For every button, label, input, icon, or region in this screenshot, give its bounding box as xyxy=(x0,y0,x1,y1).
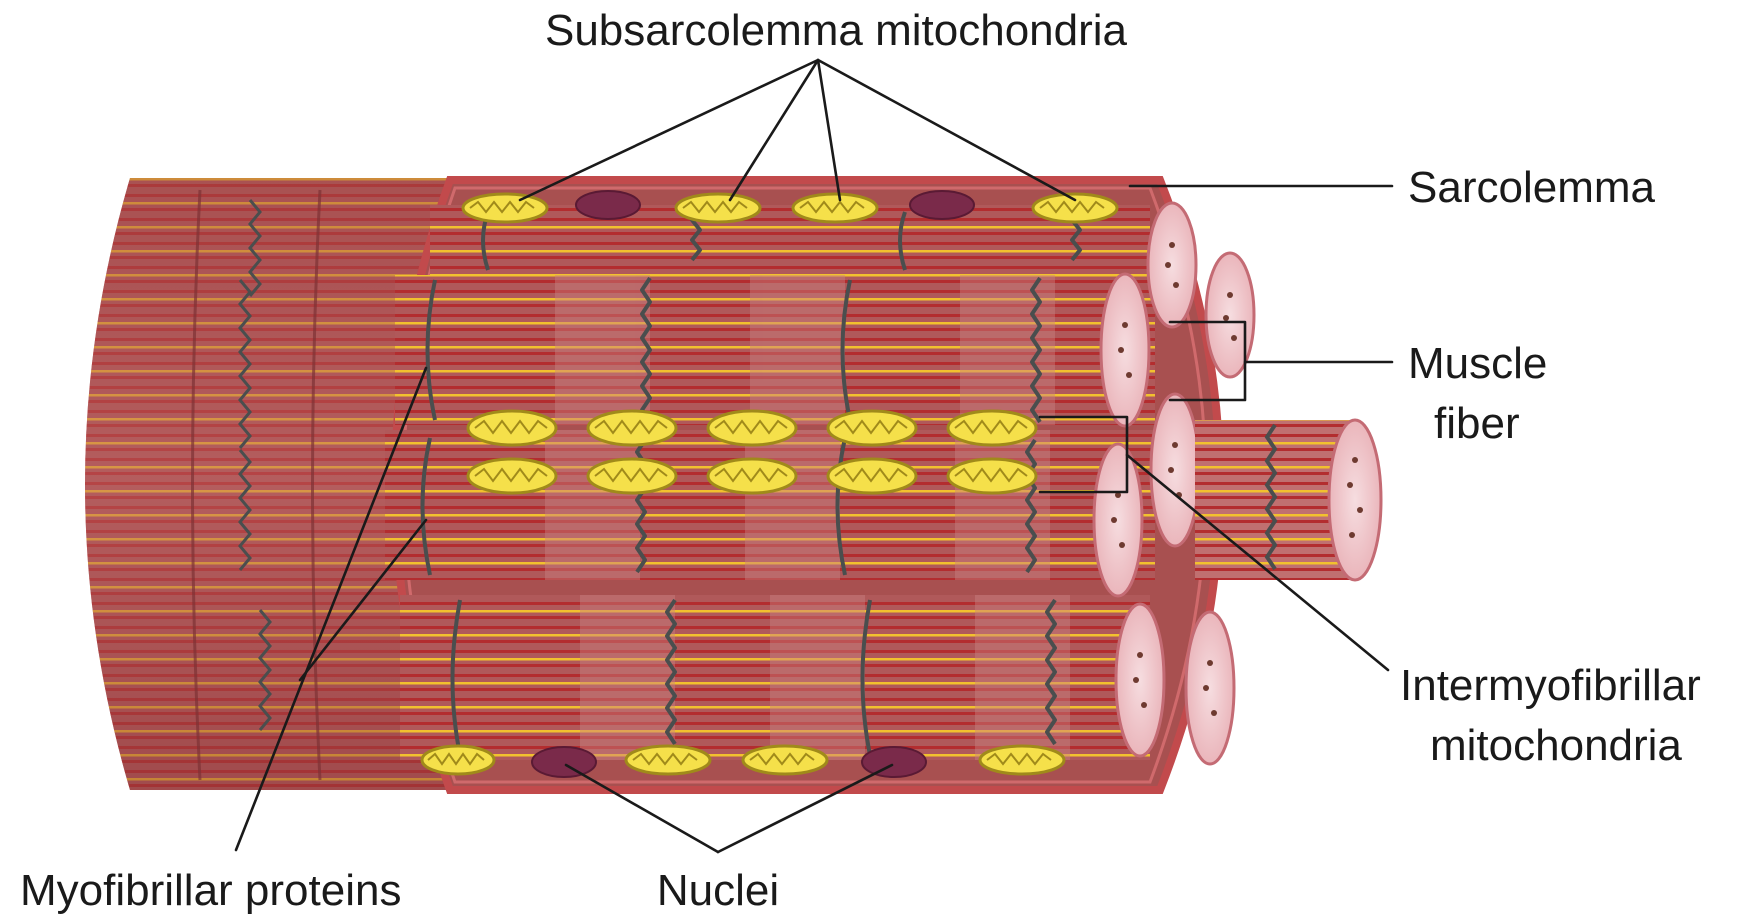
label-subsarcolemma-mitochondria: Subsarcolemma mitochondria xyxy=(545,6,1128,55)
label-sarcolemma: Sarcolemma xyxy=(1408,163,1655,212)
label-intermyofibrillar-line2: mitochondria xyxy=(1430,721,1682,770)
label-intermyofibrillar-line1: Intermyofibrillar xyxy=(1400,661,1701,710)
protruding-muscle-fiber xyxy=(1195,420,1381,580)
label-muscle-fiber-line1: Muscle xyxy=(1408,339,1547,388)
label-muscle-fiber-line2: fiber xyxy=(1434,399,1520,448)
label-nuclei: Nuclei xyxy=(657,866,779,915)
label-myofibrillar-proteins: Myofibrillar proteins xyxy=(20,866,401,915)
